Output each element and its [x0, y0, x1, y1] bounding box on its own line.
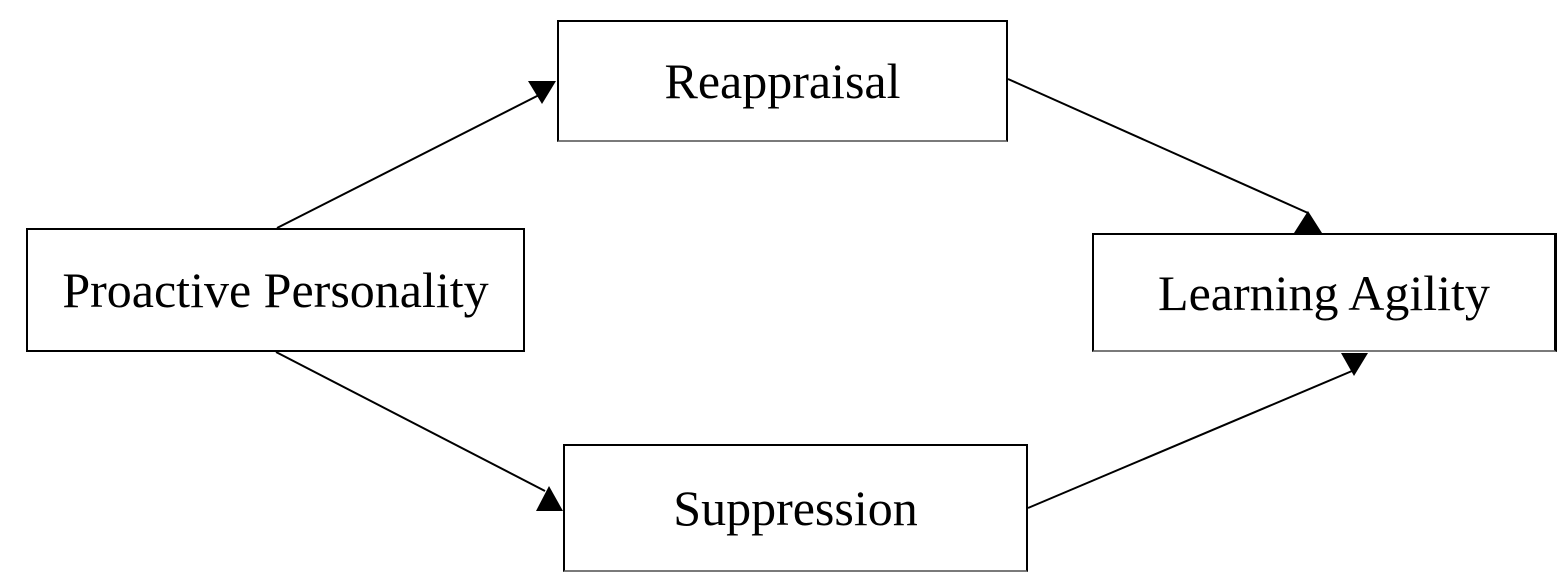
edge-proactive-to-suppression — [275, 351, 546, 492]
node-proactive-personality-label: Proactive Personality — [62, 262, 489, 318]
node-reappraisal-label: Reappraisal — [664, 53, 901, 109]
arrowhead-learning-top-icon — [1294, 211, 1322, 233]
edge-proactive-to-reappraisal — [276, 93, 542, 229]
node-suppression: Suppression — [563, 444, 1028, 572]
node-reappraisal: Reappraisal — [557, 20, 1008, 142]
edge-suppression-to-learning — [1027, 370, 1353, 509]
node-proactive-personality: Proactive Personality — [26, 228, 525, 352]
arrowhead-suppression-icon — [536, 486, 563, 511]
node-learning-agility: Learning Agility — [1092, 233, 1557, 352]
edge-reappraisal-to-learning — [1007, 78, 1309, 214]
arrowhead-learning-bottom-icon — [1341, 353, 1368, 376]
node-suppression-label: Suppression — [673, 480, 918, 536]
node-learning-agility-label: Learning Agility — [1158, 264, 1490, 321]
arrowhead-reappraisal-icon — [528, 81, 556, 104]
